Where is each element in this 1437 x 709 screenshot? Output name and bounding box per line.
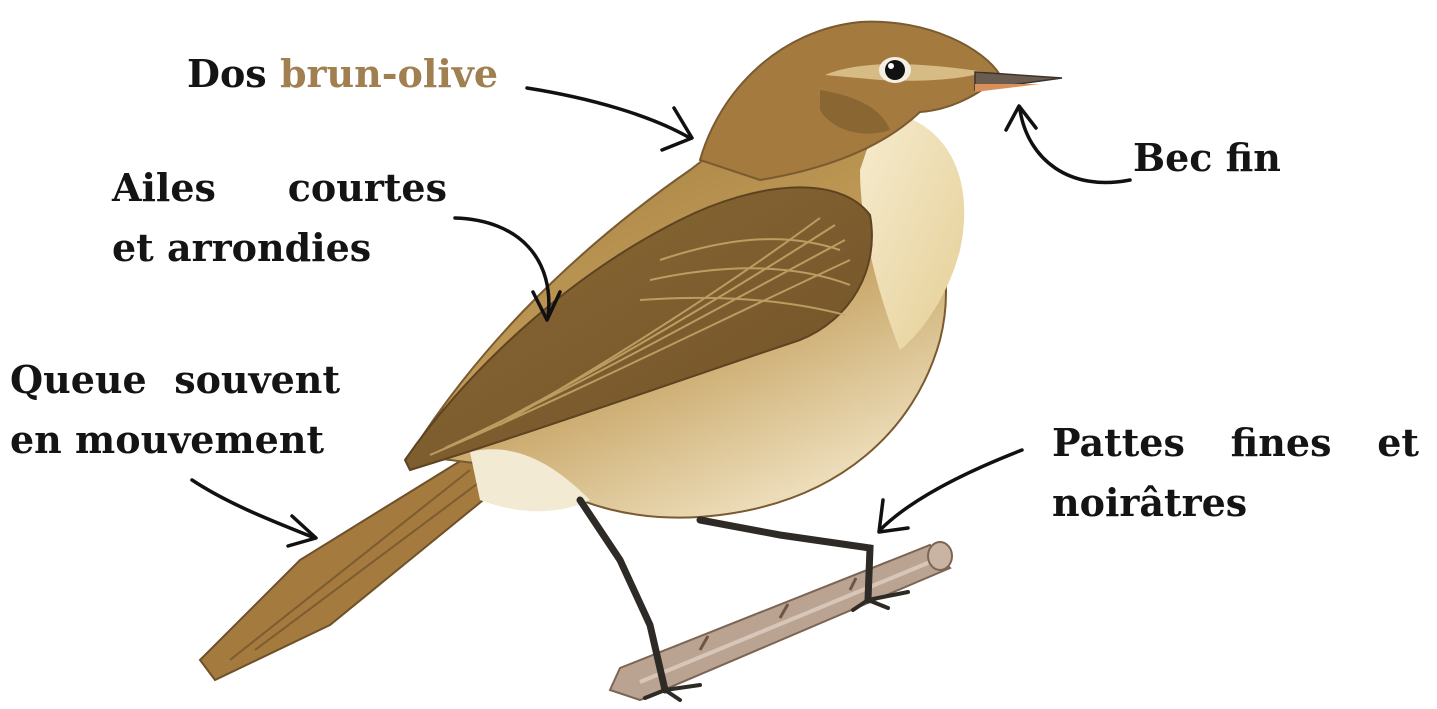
label-back-prefix: Dos: [187, 51, 267, 96]
arrow-legs: [880, 450, 1022, 530]
label-wings-word2: courtes: [288, 158, 447, 218]
label-tail-word2: souvent: [174, 350, 340, 410]
label-legs-word1: Pattes: [1052, 413, 1185, 473]
arrow-back: [527, 88, 690, 138]
label-back: Dos brun-olive: [187, 44, 498, 104]
label-wings: Ailes courtes et arrondies: [112, 158, 447, 278]
label-wings-line2: et arrondies: [112, 218, 447, 278]
label-legs-word2: fines: [1231, 413, 1332, 473]
label-tail-word1: Queue: [10, 350, 147, 410]
label-legs-line1: Pattes fines et: [1052, 413, 1419, 473]
arrow-tail: [192, 480, 315, 538]
label-beak: Bec fin: [1133, 128, 1281, 188]
label-legs-line2: noirâtres: [1052, 473, 1419, 533]
label-wings-line1: Ailes courtes: [112, 158, 447, 218]
label-back-accent: brun-olive: [280, 51, 498, 96]
label-tail-line2: en mouvement: [10, 410, 340, 470]
label-legs: Pattes fines et noirâtres: [1052, 413, 1419, 533]
label-tail: Queue souvent en mouvement: [10, 350, 340, 470]
label-legs-word3: et: [1377, 413, 1419, 473]
arrow-beak: [1020, 110, 1130, 183]
label-tail-line1: Queue souvent: [10, 350, 340, 410]
label-beak-text: Bec fin: [1133, 135, 1281, 180]
label-wings-word1: Ailes: [112, 158, 216, 218]
